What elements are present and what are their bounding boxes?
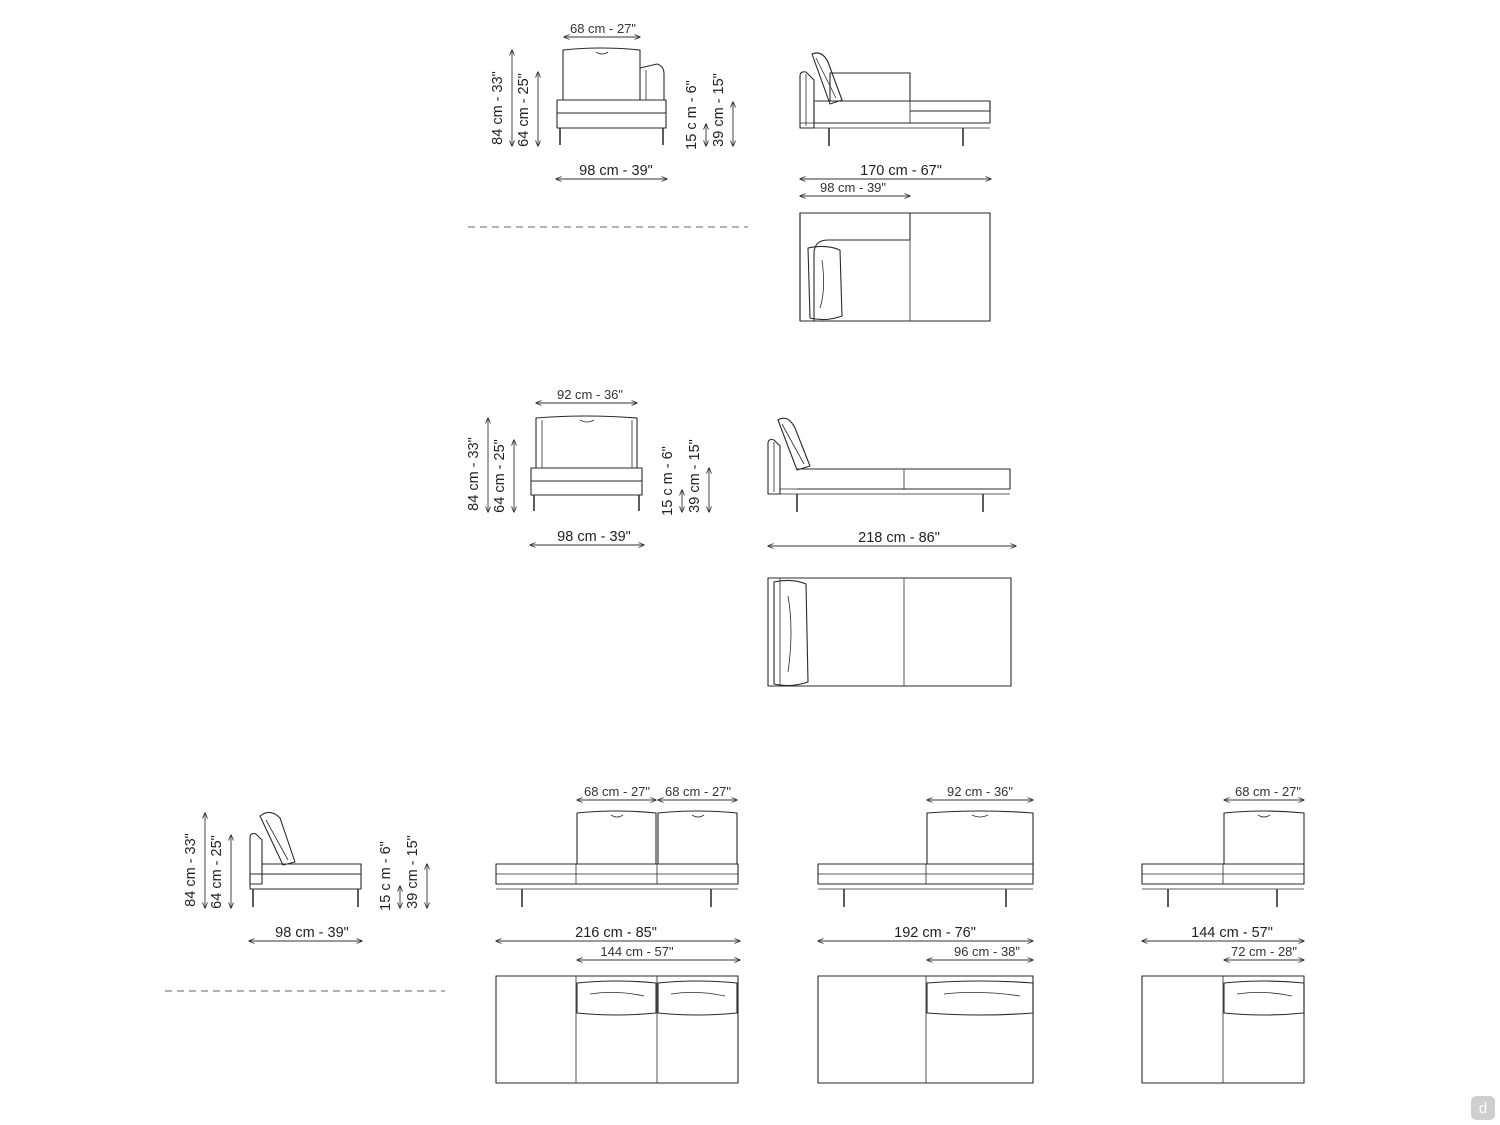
variant-192-total-label: 192 cm - 76" <box>894 925 976 941</box>
module-a-seat-height-label: 39 cm - 15" <box>711 73 727 147</box>
module-c-side-view: 84 cm - 33" 64 cm - 25" 15 c m - 6" 39 c… <box>183 811 427 941</box>
module-c-seat-height-label: 39 cm - 15" <box>405 835 421 909</box>
variant-192-front-view: 92 cm - 36" 192 cm - 76" 96 cm - 38" <box>818 784 1033 960</box>
brand-logo-icon: d <box>1471 1096 1495 1120</box>
module-a-arm-height-label: 64 cm - 25" <box>516 73 532 147</box>
module-a-depth-label: 98 cm - 39" <box>579 163 653 179</box>
variant-144-cushion-label: 68 cm - 27" <box>1235 784 1301 799</box>
variant-192-top-view <box>817 975 1034 1084</box>
module-b-total-height-label: 84 cm - 33" <box>466 437 482 511</box>
variant-144-back-label: 72 cm - 28" <box>1231 944 1297 959</box>
module-a-top-view <box>799 212 991 322</box>
module-a-total-height-label: 84 cm - 33" <box>490 71 506 145</box>
module-b-leg-height-label: 15 c m - 6" <box>660 446 676 516</box>
variant-216-back-label: 144 cm - 57" <box>600 944 674 959</box>
variant-216-top-view <box>495 975 739 1084</box>
module-b-length-label: 218 cm - 86" <box>858 530 940 546</box>
module-b-depth-label: 98 cm - 39" <box>557 529 631 545</box>
variant-192-cushion-label: 92 cm - 36" <box>947 784 1013 799</box>
variant-216-total-label: 216 cm - 85" <box>575 925 657 941</box>
variant-216-cushion-2-label: 68 cm - 27" <box>665 784 731 799</box>
variant-144-top-view <box>1141 975 1305 1084</box>
module-c-total-height-label: 84 cm - 33" <box>183 833 199 907</box>
module-b-arm-height-label: 64 cm - 25" <box>492 439 508 513</box>
module-a-length-label: 170 cm - 67" <box>860 163 942 179</box>
variant-216-front-view: 68 cm - 27" 68 cm - 27" 216 cm - 85" 144… <box>496 784 740 960</box>
module-a-leg-height-label: 15 c m - 6" <box>684 80 700 150</box>
module-b-top-view <box>767 577 1012 687</box>
module-a-width-label: 68 cm - 27" <box>570 21 636 36</box>
module-a-side-view: 170 cm - 67" 98 cm - 39" <box>800 52 991 196</box>
module-b-width-label: 92 cm - 36" <box>557 387 623 402</box>
variant-144-front-view: 68 cm - 27" 144 cm - 57" 72 cm - 28" <box>1142 784 1304 960</box>
module-c-arm-height-label: 64 cm - 25" <box>209 835 225 909</box>
module-c-depth-label: 98 cm - 39" <box>275 925 349 941</box>
variant-216-cushion-1-label: 68 cm - 27" <box>584 784 650 799</box>
module-b-side-view: 218 cm - 86" <box>768 417 1016 546</box>
module-c-leg-height-label: 15 c m - 6" <box>378 841 394 911</box>
module-b-seat-height-label: 39 cm - 15" <box>687 439 703 513</box>
module-a-front-view: 68 cm - 27" 84 cm - 33" 64 cm - 25" 15 c… <box>490 21 733 179</box>
module-a-section-label: 98 cm - 39" <box>820 180 886 195</box>
module-b-front-view: 92 cm - 36" 84 cm - 33" 64 cm - 25" 15 c… <box>466 387 709 545</box>
variant-144-total-label: 144 cm - 57" <box>1191 925 1273 941</box>
variant-192-back-label: 96 cm - 38" <box>954 944 1020 959</box>
